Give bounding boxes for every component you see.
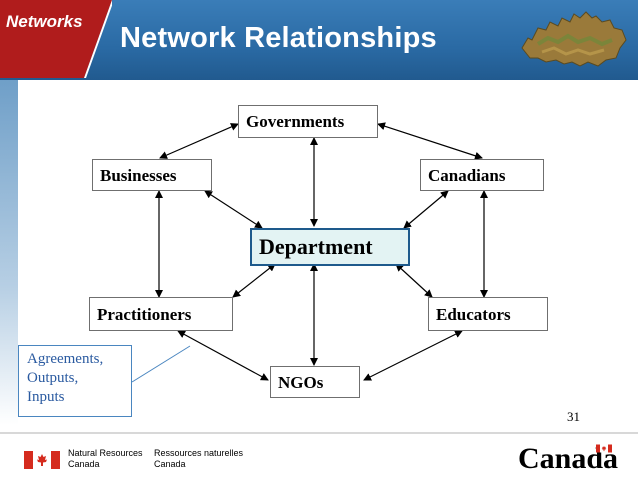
department-name-en: Natural Resources Canada: [68, 448, 143, 470]
note-line-2: Outputs,: [27, 370, 79, 386]
footer-divider: [0, 432, 638, 434]
link-practitioners-ngos: [177, 330, 269, 381]
left-decor-strip: [0, 80, 18, 425]
note-line-3: Inputs: [27, 389, 65, 405]
department-name-en-line2: Canada: [68, 459, 100, 469]
department-name-fr-line2: Canada: [154, 459, 186, 469]
canada-map-icon: [521, 11, 627, 67]
canada-flag-icon: [24, 451, 60, 469]
node-businesses: Businesses: [92, 159, 212, 191]
link-canadians-department: [403, 190, 449, 229]
node-ngos: NGOs: [270, 366, 360, 398]
node-department: Department: [250, 228, 410, 266]
wordmark-flag-icon: [596, 444, 612, 453]
section-tag: Networks: [6, 12, 83, 31]
link-department-educators: [395, 263, 433, 298]
node-canadians: Canadians: [420, 159, 544, 191]
page-title: Network Relationships: [120, 22, 437, 54]
link-governments-canadians: [377, 122, 483, 160]
note-pointer: [131, 345, 191, 383]
department-name-en-line1: Natural Resources: [68, 448, 143, 458]
department-name-fr: Ressources naturelles Canada: [154, 448, 243, 470]
link-governments-businesses: [159, 123, 239, 159]
link-businesses-department: [204, 190, 263, 229]
note-line-1: Agreements,: [27, 351, 104, 367]
section-tag-shape: [0, 0, 112, 78]
footer: [0, 434, 638, 478]
node-educators: Educators: [428, 297, 548, 331]
node-governments: Governments: [238, 105, 378, 138]
node-practitioners: Practitioners: [89, 297, 233, 331]
link-department-practitioners: [232, 263, 276, 298]
page-number: 31: [567, 409, 580, 424]
department-name-fr-line1: Ressources naturelles: [154, 448, 244, 458]
link-educators-ngos: [363, 330, 463, 381]
annotation-note: Agreements, Outputs, Inputs: [18, 345, 132, 417]
